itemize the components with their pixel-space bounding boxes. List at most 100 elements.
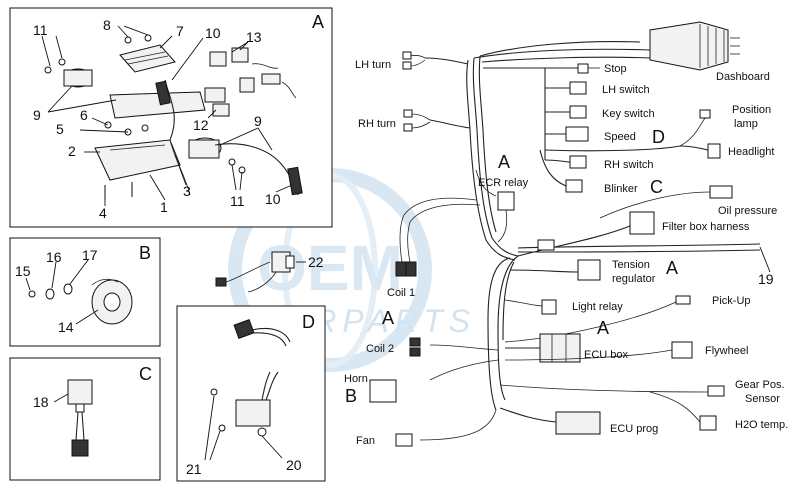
label-key-switch: Key switch — [602, 108, 655, 120]
blinker-connector-icon — [565, 179, 583, 193]
speed-connector-icon — [565, 126, 589, 142]
relay-icon — [212, 103, 230, 117]
panel-a: A — [9, 7, 333, 228]
panel-b-letter: B — [139, 243, 151, 263]
blinker-relay-icon — [67, 379, 93, 405]
label-speed: Speed — [604, 131, 636, 143]
label-gear-pos-line-1: Gear Pos. — [735, 379, 785, 391]
relay-icon — [204, 87, 226, 103]
label-coil-1: Coil 1 — [387, 287, 415, 299]
label-filter-box-harness: Filter box harness — [662, 221, 750, 233]
oil-pressure-connector-icon — [709, 185, 733, 199]
stop-connector-icon — [577, 63, 589, 74]
label-ecu-box: ECU box — [584, 349, 629, 361]
letter-tension-a: A — [666, 258, 678, 278]
callout-10-right: 10 — [265, 191, 281, 207]
main-harness — [369, 21, 771, 447]
callout-11: 11 — [33, 22, 48, 38]
relay-icon — [261, 73, 281, 85]
filter-box-connector-icon — [629, 211, 655, 235]
relay-icon — [239, 77, 255, 93]
callout-22: 22 — [308, 254, 324, 270]
regulator-module — [119, 44, 176, 73]
letter-speed-d: D — [652, 127, 665, 147]
coil-1-connector-icon — [395, 261, 407, 277]
callout-18: 18 — [33, 394, 49, 410]
callout-1: 1 — [160, 199, 168, 215]
callout-14: 14 — [58, 319, 74, 335]
label-light-relay: Light relay — [572, 301, 623, 313]
label-rh-turn: RH turn — [358, 118, 396, 130]
label-oil-pressure: Oil pressure — [718, 205, 777, 217]
sensor-module-icon — [235, 399, 271, 427]
tension-regulator-connector-icon — [577, 259, 601, 281]
pick-up-connector-icon — [675, 295, 691, 305]
panel-c-letter: C — [139, 364, 152, 384]
label-lh-switch: LH switch — [602, 84, 650, 96]
callout-2: 2 — [68, 143, 76, 159]
horn-connector-icon — [369, 379, 397, 403]
relay-22-group: 22 — [215, 251, 324, 293]
panel-c-frame — [9, 357, 161, 481]
label-ecu-prog: ECU prog — [610, 423, 658, 435]
callout-16: 16 — [46, 249, 62, 265]
panel-c: C 18 — [9, 357, 161, 481]
coil-2-connector-icon — [409, 337, 421, 347]
label-position-lamp: Position lamp — [732, 104, 774, 130]
label-gear-pos-line-2: Sensor — [745, 393, 780, 405]
flywheel-connector-icon — [671, 341, 693, 359]
harness-trunk — [466, 59, 516, 261]
callout-7: 7 — [176, 23, 184, 39]
callout-10: 10 — [205, 25, 221, 41]
label-fan: Fan — [356, 435, 375, 447]
callout-13: 13 — [246, 29, 262, 45]
label-rh-switch: RH switch — [604, 159, 654, 171]
letter-blinker-c: C — [650, 177, 663, 197]
base-plate — [94, 139, 181, 181]
callout-3: 3 — [183, 183, 191, 199]
callout-19: 19 — [758, 271, 774, 287]
callout-8: 8 — [103, 17, 111, 33]
lh-switch-connector-icon — [569, 81, 587, 95]
letter-ecr-a: A — [498, 152, 510, 172]
label-tension-regulator: Tension regulator — [612, 259, 656, 285]
mounting-bracket — [109, 91, 206, 119]
screw-icon — [58, 58, 66, 66]
label-tension-regulator-line-2: regulator — [612, 273, 656, 285]
rh-switch-connector-icon — [569, 155, 587, 169]
gear-pos-connector-icon — [707, 385, 725, 397]
h2o-temp-connector-icon — [699, 415, 717, 431]
label-pick-up: Pick-Up — [712, 295, 751, 307]
ecu-box-connector-icon — [539, 333, 581, 363]
callout-9: 9 — [33, 107, 41, 123]
relay-icon — [231, 47, 249, 63]
callout-11-right: 11 — [230, 193, 245, 209]
label-blinker: Blinker — [604, 183, 638, 195]
label-coil-2: Coil 2 — [366, 343, 394, 355]
label-horn: Horn — [344, 373, 368, 385]
label-h2o-temp: H2O temp. — [735, 419, 788, 431]
label-ecr-relay: ECR relay — [478, 177, 529, 189]
label-tension-regulator-line-1: Tension — [612, 259, 650, 271]
callout-17: 17 — [82, 247, 98, 263]
label-stop: Stop — [604, 63, 627, 75]
letter-horn-b: B — [345, 386, 357, 406]
fan-connector-icon — [395, 433, 413, 447]
letter-ecu-box-a: A — [597, 318, 609, 338]
panel-a-frame — [9, 7, 333, 228]
callout-9-right: 9 — [254, 113, 262, 129]
light-relay-connector-icon — [541, 299, 557, 315]
callout-15: 15 — [15, 263, 31, 279]
label-position-lamp-line-2: lamp — [734, 118, 758, 130]
ecr-relay-connector-icon — [497, 191, 515, 211]
callout-12: 12 — [193, 117, 209, 133]
ecu-prog-connector-icon — [555, 411, 601, 435]
label-dashboard: Dashboard — [716, 71, 770, 83]
callout-4: 4 — [99, 205, 107, 221]
label-position-lamp-line-1: Position — [732, 104, 771, 116]
callout-21: 21 — [186, 461, 202, 477]
relay-icon — [209, 51, 227, 67]
key-switch-connector-icon — [569, 105, 587, 119]
